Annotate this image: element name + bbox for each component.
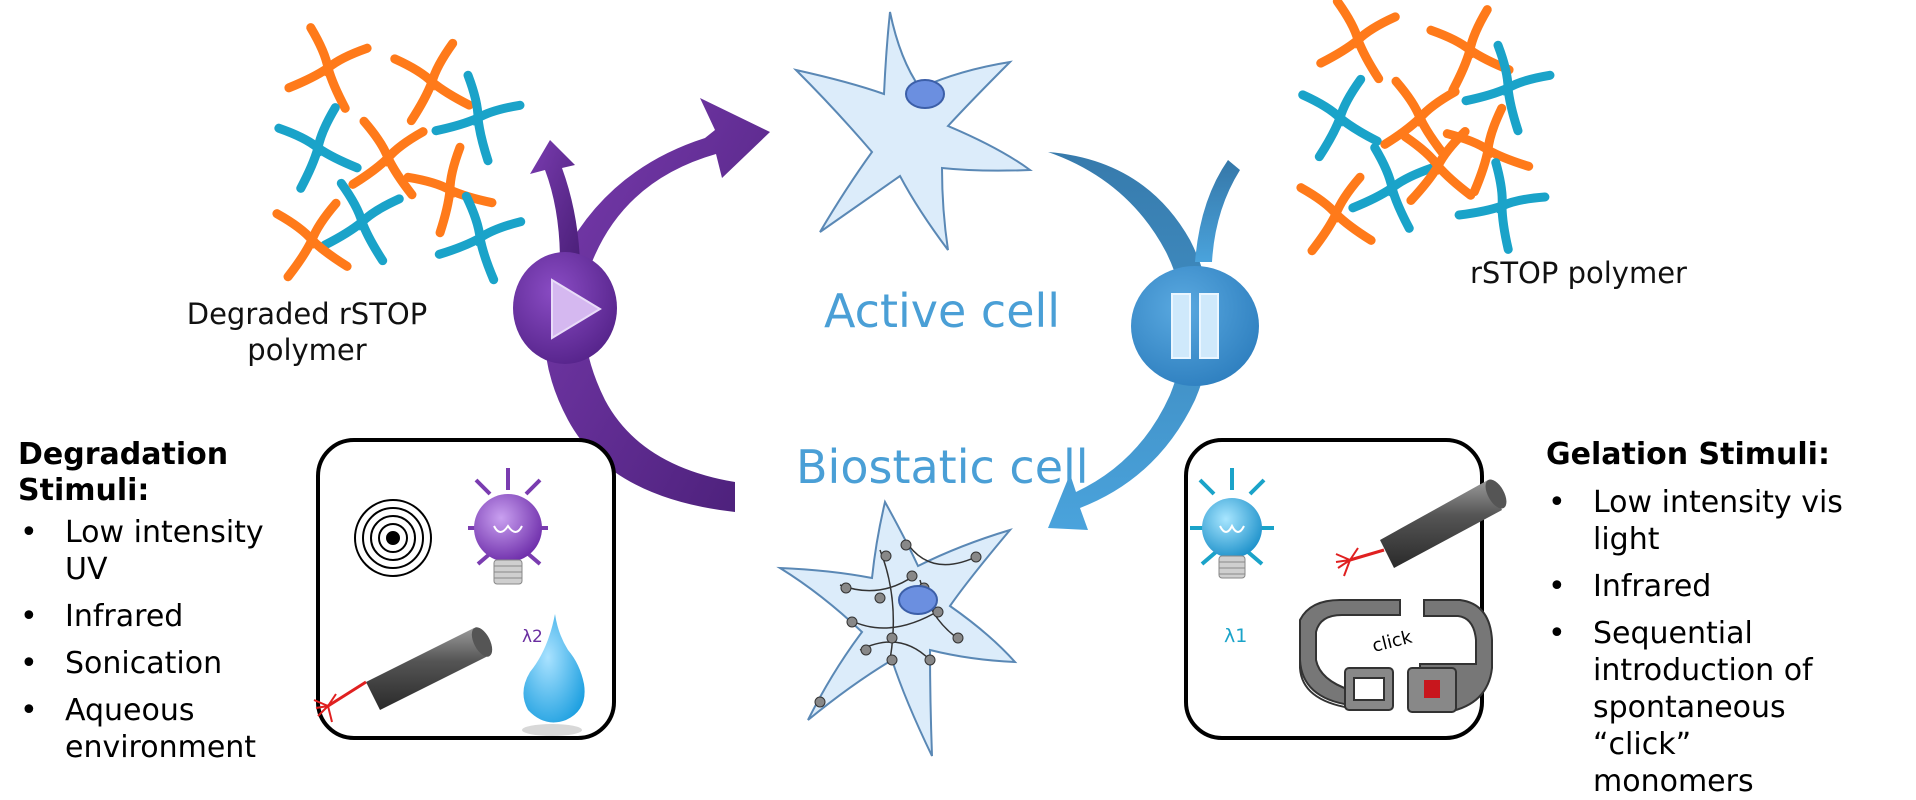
gelation-stimuli-title: Gelation Stimuli: <box>1546 437 1830 472</box>
gelation-stimuli-list: Low intensity vis light Infrared Sequent… <box>1548 484 1908 800</box>
lightbulb-icon <box>1190 468 1274 579</box>
rstop-polymer-cluster <box>1301 1 1550 250</box>
degraded-polymer-label: Degraded rSTOP polymer <box>182 296 432 368</box>
gelation-stimulus: Infrared <box>1548 568 1908 605</box>
degradation-stimuli-title: Degradation Stimuli: <box>18 437 228 509</box>
biostatic-cell-label: Biostatic cell <box>796 440 1089 494</box>
rstop-cycle-diagram: λ2 λ1 click <box>0 0 1916 757</box>
laser-pointer-icon <box>1335 479 1507 577</box>
active-cell <box>792 11 1033 251</box>
degradation-stimulus: Sonication <box>20 645 310 682</box>
degradation-stimuli-list: Low intensity UV Infrared Sonication Aqu… <box>20 514 310 766</box>
gelation-stimuli-box <box>1184 438 1507 740</box>
laser-pointer-icon <box>313 627 493 723</box>
degraded-polymer-label-line2: polymer <box>247 333 367 367</box>
degradation-title-line2: Stimuli: <box>18 473 150 508</box>
pause-icon <box>1131 266 1259 386</box>
lightbulb-icon <box>468 468 548 585</box>
gelation-arrow <box>1048 120 1240 530</box>
polymer-label: rSTOP polymer <box>1470 256 1687 290</box>
belt-buckle-icon <box>1299 599 1493 713</box>
biostatic-cell <box>776 499 1018 757</box>
degraded-polymer-label-line1: Degraded rSTOP <box>186 297 428 331</box>
degradation-title-line1: Degradation <box>18 437 229 472</box>
degradation-stimulus: Aqueous environment <box>20 692 265 766</box>
active-cell-label: Active cell <box>824 284 1061 338</box>
gelation-stimulus: Low intensity vis light <box>1548 484 1908 558</box>
degradation-arrow <box>530 98 770 512</box>
degradation-stimuli-box <box>313 438 616 740</box>
lambda1-label: λ1 <box>1224 625 1247 647</box>
play-icon <box>513 252 617 364</box>
gelation-stimulus: Sequential introduction of spontaneous “… <box>1548 615 1843 800</box>
degradation-stimulus: Low intensity UV <box>20 514 310 588</box>
degradation-stimulus: Infrared <box>20 598 310 635</box>
degraded-polymer-cluster <box>277 28 521 280</box>
ultrasound-icon <box>354 499 432 577</box>
lambda2-label: λ2 <box>522 627 543 647</box>
water-drop-icon <box>522 614 585 736</box>
